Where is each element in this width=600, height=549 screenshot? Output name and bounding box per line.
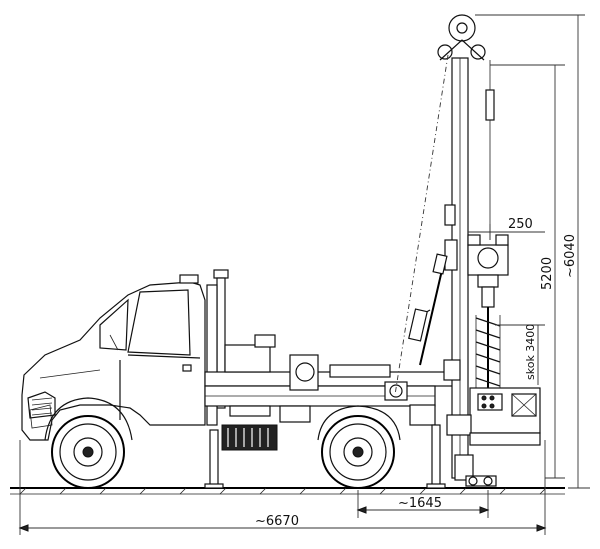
dimension-250-label: 250 (508, 217, 533, 232)
hydraulic-cylinder (408, 253, 448, 366)
dimension-6040: ~6040 (475, 14, 590, 489)
hoist-line (394, 54, 449, 396)
front-wheel (44, 397, 133, 489)
lower-guide (446, 387, 541, 446)
dimension-stroke: skok 3400 (495, 324, 545, 385)
truck-cab (21, 274, 206, 441)
dimension-stroke-label: skok 3400 (524, 324, 537, 380)
dimension-6670: ~6670 (18, 440, 547, 535)
ground (10, 487, 565, 495)
dimension-1645: ~1645 (356, 490, 490, 518)
outrigger-front (204, 429, 224, 489)
chassis-frame (204, 334, 456, 426)
mast-foot (454, 454, 497, 487)
dimension-6670-label: ~6670 (255, 514, 299, 529)
rear-wheel (317, 405, 401, 489)
dimension-5200: 5200 (490, 64, 565, 479)
toolbox (221, 424, 278, 451)
dimension-6040-label: ~6040 (563, 234, 578, 278)
dimension-250: 250 (468, 217, 545, 240)
dimension-5200-label: 5200 (540, 257, 555, 290)
dimension-1645-label: ~1645 (398, 496, 442, 511)
exhaust-stack (206, 269, 229, 426)
outrigger-rear (426, 424, 446, 489)
rotary-head (467, 234, 509, 308)
